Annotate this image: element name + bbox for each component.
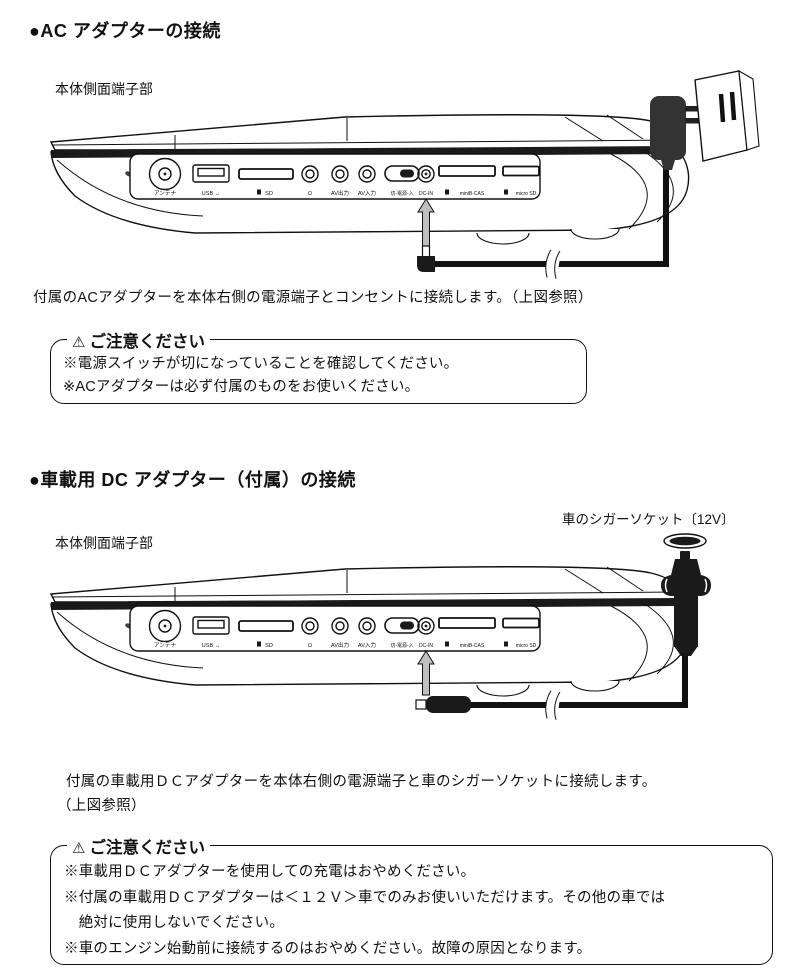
- svg-text:micro SD: micro SD: [516, 191, 537, 197]
- port-av-in: AV入力: [358, 617, 377, 649]
- caution-line: ※車のエンジン始動前に接続するのはおやめください。故障の原因となります。: [64, 940, 592, 957]
- device-lid: [49, 114, 678, 151]
- section-heading-ac: ●AC アダプターの接続: [29, 21, 221, 41]
- caution-title: ⚠ご注意ください: [67, 328, 210, 352]
- svg-text:AV入力: AV入力: [358, 189, 377, 197]
- port-headphone: Ω: [301, 617, 319, 649]
- svg-text:切-電源-入: 切-電源-入: [390, 190, 413, 197]
- cigarette-socket: [663, 533, 707, 549]
- power-cable: [469, 653, 688, 708]
- power-switch: 切-電源-入: [384, 617, 420, 649]
- caution-line: ※車載用ＤＣアダプターを使用しての充電はおやめください。: [64, 864, 476, 880]
- up-arrow-icon: [417, 650, 435, 696]
- cable-break-mark: [543, 689, 562, 721]
- warning-icon: ⚠: [72, 840, 86, 857]
- device-foot: [570, 228, 620, 240]
- svg-text:AV入力: AV入力: [358, 641, 377, 649]
- card-icon: [504, 189, 508, 195]
- caution-title-text: ご注意ください: [89, 839, 205, 857]
- port-dc-in: DC-IN: [417, 617, 435, 649]
- ports-panel: アンテナ USB ↔ SD Ω AV出力: [129, 605, 541, 652]
- ports-panel: アンテナ USB ↔ SD Ω AV出力: [129, 153, 541, 200]
- port-usb: USB ↔: [192, 164, 230, 197]
- device-side-view: アンテナ USB ↔ SD Ω AV出力: [49, 566, 690, 697]
- device-side-view: アンテナ USB ↔ SD Ω AV出力: [49, 114, 690, 245]
- device-foot: [570, 680, 620, 692]
- caution-line: ※ACアダプターは必ず付属のものをお使いください。: [63, 378, 420, 395]
- side-panel-label-1: 本体側面端子部: [55, 81, 153, 97]
- svg-text:Ω: Ω: [308, 643, 312, 649]
- device-foot: [476, 232, 530, 245]
- caution-box-dc: ⚠ご注意ください ※車載用ＤＣアダプターを使用しての充電はおやめください。 ※付…: [50, 834, 773, 965]
- port-usb: USB ↔: [192, 616, 230, 649]
- card-icon: [445, 189, 449, 195]
- svg-text:miniB-CAS: miniB-CAS: [460, 191, 485, 197]
- port-av-in: AV入力: [358, 165, 377, 197]
- diagram-dc-connection: アンテナ USB ↔ SD Ω AV出力: [49, 533, 711, 721]
- device-foot: [476, 684, 530, 697]
- cable-break-mark: [543, 248, 562, 280]
- side-panel-label-2: 本体側面端子部: [55, 535, 153, 551]
- port-headphone: Ω: [301, 165, 319, 197]
- device-lid: [49, 566, 678, 603]
- svg-text:USB ↔: USB ↔: [202, 643, 221, 649]
- wall-outlet: [694, 69, 760, 162]
- power-switch: 切-電源-入: [384, 165, 420, 197]
- port-micro-sd: micro SD: [502, 617, 540, 649]
- card-icon: [257, 641, 261, 647]
- dc-plug: [417, 245, 435, 272]
- svg-text:micro SD: micro SD: [516, 643, 537, 649]
- svg-text:AV出力: AV出力: [331, 189, 350, 197]
- svg-text:SD: SD: [265, 643, 273, 649]
- section-heading-dc: ●車載用 DC アダプター（付属）の接続: [29, 470, 356, 490]
- svg-text:DC-IN: DC-IN: [419, 643, 433, 649]
- svg-text:切-電源-入: 切-電源-入: [390, 642, 413, 649]
- instruction-text-dc-line1: 付属の車載用ＤＣアダプターを本体右側の電源端子と車のシガーソケットに接続します。: [66, 774, 657, 790]
- warning-icon: ⚠: [72, 334, 86, 351]
- caution-line: 絶対に使用しないでください。: [64, 915, 285, 931]
- card-icon: [504, 641, 508, 647]
- svg-text:DC-IN: DC-IN: [419, 191, 433, 197]
- instruction-text-ac: 付属のACアダプターを本体右側の電源端子とコンセントに接続します。（上図参照）: [33, 290, 593, 306]
- port-av-out: AV出力: [331, 165, 350, 197]
- plug-prong: [685, 118, 699, 124]
- svg-text:アンテナ: アンテナ: [154, 190, 177, 197]
- car-plug: [661, 551, 711, 656]
- card-icon: [257, 189, 261, 195]
- port-sd-slot: SD: [238, 620, 294, 649]
- port-micro-sd: micro SD: [502, 165, 540, 197]
- svg-text:AV出力: AV出力: [331, 641, 350, 649]
- outlet-slots: [718, 91, 737, 123]
- caution-title: ⚠ご注意ください: [67, 834, 210, 858]
- port-av-out: AV出力: [331, 617, 350, 649]
- instruction-text-dc-line2: （上図参照）: [57, 798, 146, 814]
- caution-line: ※電源スイッチが切になっていることを確認してください。: [63, 356, 459, 372]
- port-antenna: アンテナ: [148, 157, 182, 197]
- caution-title-text: ご注意ください: [89, 333, 205, 351]
- caution-line: ※付属の車載用ＤＣアダプターは＜１２Ｖ＞車でのみお使いいただけます。その他の車で…: [64, 889, 666, 906]
- barrel-plug: [415, 696, 471, 713]
- port-dc-in: DC-IN: [417, 165, 435, 197]
- port-sd-slot: SD: [238, 168, 294, 197]
- cigarette-socket-label: 車のシガーソケット〔12V〕: [562, 512, 735, 527]
- port-antenna: アンテナ: [148, 609, 182, 649]
- svg-text:SD: SD: [265, 191, 273, 197]
- port-minib-cas: miniB-CAS: [438, 165, 496, 197]
- plug-prong: [685, 106, 699, 112]
- ac-adapter: [650, 96, 699, 170]
- svg-text:miniB-CAS: miniB-CAS: [460, 643, 485, 649]
- diagram-ac-connection: アンテナ USB ↔ SD Ω AV出力: [49, 69, 760, 280]
- port-minib-cas: miniB-CAS: [438, 617, 496, 649]
- power-cable: [434, 160, 669, 267]
- caution-box-ac: ⚠ご注意ください ※電源スイッチが切になっていることを確認してください。 ※AC…: [50, 328, 587, 404]
- card-icon: [445, 641, 449, 647]
- svg-text:Ω: Ω: [308, 191, 312, 197]
- svg-text:アンテナ: アンテナ: [154, 642, 177, 649]
- svg-text:USB ↔: USB ↔: [202, 191, 221, 197]
